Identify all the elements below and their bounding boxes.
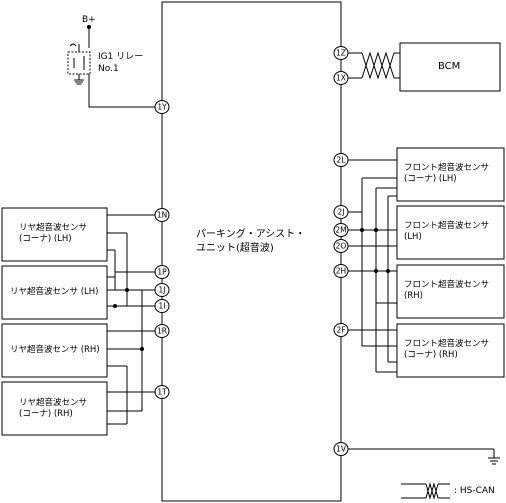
left-sensor-box-4 (1, 381, 108, 436)
pin-2h (333, 264, 349, 278)
pin-label-2j: 2J (338, 208, 345, 217)
pin-2l (333, 153, 349, 167)
left-sensor-1-line2: (コーナ) (LH) (19, 234, 72, 244)
legend-symbol (401, 482, 450, 500)
left-sensor-label-2: リヤ超音波センサ (LH) (10, 287, 98, 298)
pin-1j (154, 283, 170, 297)
bplus-dot (87, 25, 91, 29)
bcm-box (399, 42, 501, 92)
right-sensor-box-1 (396, 147, 505, 202)
twisted-pair-bcm (361, 51, 395, 80)
right-wiring (346, 159, 397, 373)
pin-1p (154, 265, 170, 279)
left-sensor-box-2 (1, 265, 108, 320)
left-sensor-box-3 (1, 323, 108, 378)
pin-1t (154, 385, 170, 399)
pin-1v (333, 442, 349, 456)
wire-relay-1y (88, 74, 157, 108)
right-sensor-4-line1: フロント超音波センサ (404, 339, 490, 349)
pin-1r (154, 324, 170, 338)
bcm-label: BCM (438, 61, 461, 72)
ground-1v (346, 448, 500, 465)
right-sensor-1-line2: (コーナ) (LH) (404, 174, 457, 184)
pin-label-2f: 2F (336, 326, 345, 335)
pin-label-1i: 1I (159, 302, 166, 311)
pin-1y (154, 100, 170, 114)
relay-label-line2: No.1 (98, 64, 119, 74)
pin-label-1n: 1N (157, 211, 167, 220)
pin-label-1x: 1X (336, 74, 346, 83)
right-sensor-label-4: フロント超音波センサ (コーナ) (RH) (404, 339, 489, 361)
left-sensor-3-line1: リヤ超音波センサ (RH) (10, 345, 100, 355)
left-sensor-label-1: リヤ超音波センサ (コーナ) (LH) (19, 223, 87, 245)
right-sensor-box-2 (396, 205, 505, 260)
right-sensor-3-line1: フロント超音波センサ (404, 280, 490, 290)
right-sensor-4-line2: (コーナ) (RH) (404, 350, 458, 360)
left-wiring (107, 214, 157, 425)
right-sensor-label-3: フロント超音波センサ (RH) (404, 280, 489, 302)
pin-2f (333, 323, 349, 337)
right-sensor-box-3 (396, 264, 505, 319)
left-sensor-4-line2: (コーナ) (RH) (19, 409, 73, 419)
pin-1i (154, 299, 170, 313)
right-sensor-box-4 (396, 323, 505, 378)
pin-1n (154, 208, 170, 222)
right-sensor-3-line2: (RH) (404, 291, 423, 301)
left-sensor-2-line1: リヤ超音波センサ (LH) (10, 287, 99, 297)
legend-label: : HS-CAN (454, 486, 495, 496)
left-sensor-label-3: リヤ超音波センサ (RH) (10, 345, 100, 356)
right-sensor-2-line1: フロント超音波センサ (404, 221, 490, 231)
pin-label-1t: 1T (157, 388, 167, 397)
pin-label-1v: 1V (336, 445, 347, 454)
junction-dots (113, 228, 390, 351)
pin-label-1r: 1R (157, 327, 167, 336)
pin-label-1z: 1Z (336, 49, 346, 58)
right-sensor-label-2: フロント超音波センサ (LH) (404, 221, 489, 243)
unit-label-line1: パーキング・アシスト・ (196, 229, 306, 240)
pin-label-2l: 2L (337, 156, 347, 165)
pin-1x (333, 71, 349, 85)
right-sensor-2-line2: (LH) (404, 232, 422, 242)
unit-label: パーキング・アシスト・ ユニット(超音波) (196, 228, 305, 256)
pin-2o (333, 239, 349, 253)
pin-label-2m: 2M (335, 226, 346, 235)
pin-label-1p: 1P (157, 268, 167, 277)
left-sensor-label-4: リヤ超音波センサ (コーナ) (RH) (19, 398, 87, 420)
pin-label-1j: 1J (159, 286, 166, 295)
pin-2j (333, 205, 349, 219)
pin-label-1y: 1Y (157, 103, 167, 112)
bplus-label: B+ (82, 15, 96, 25)
relay-label-line1: IG1 リレー (98, 52, 144, 62)
left-sensor-box-1 (1, 207, 108, 262)
relay-label: IG1 リレー No.1 (98, 51, 143, 75)
pin-label-2o: 2O (336, 242, 347, 251)
right-sensor-1-line1: フロント超音波センサ (404, 163, 490, 173)
left-sensor-4-line1: リヤ超音波センサ (19, 398, 88, 408)
left-sensor-1-line1: リヤ超音波センサ (19, 223, 88, 233)
pin-label-2h: 2H (336, 267, 346, 276)
relay-symbol (67, 43, 91, 85)
unit-label-line2: ユニット(超音波) (196, 243, 274, 254)
pin-1z (333, 46, 349, 60)
right-sensor-label-1: フロント超音波センサ (コーナ) (LH) (404, 163, 489, 185)
pin-2m (333, 223, 349, 237)
